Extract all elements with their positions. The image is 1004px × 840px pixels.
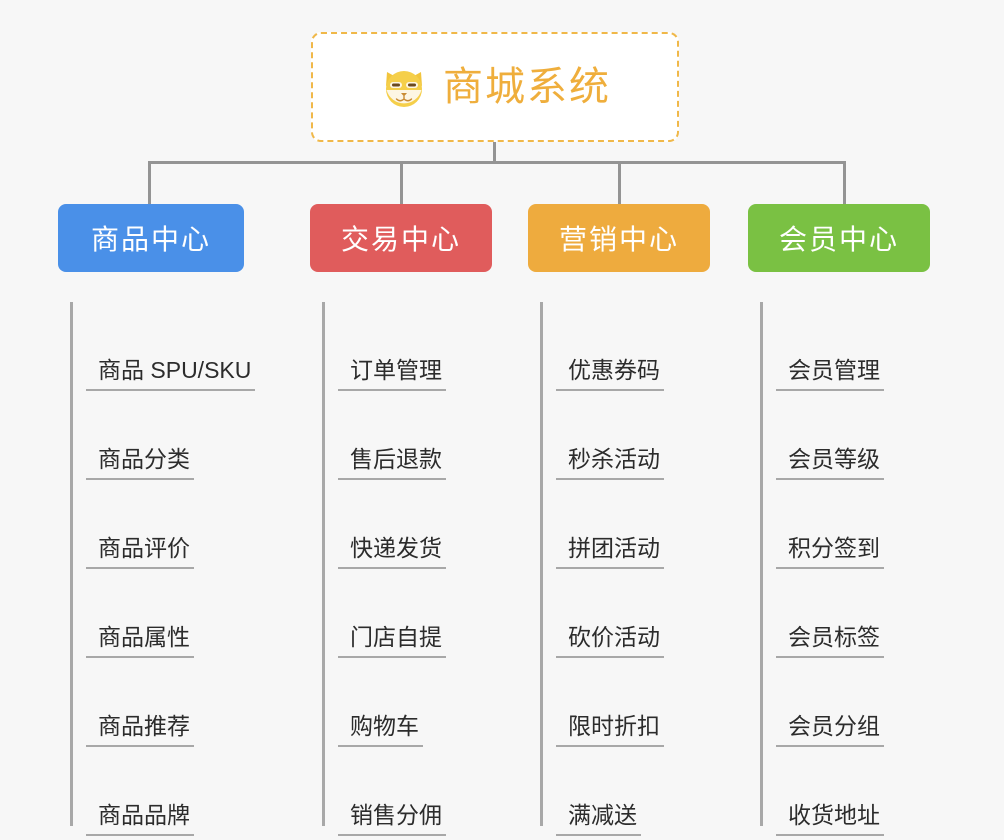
category-header-4[interactable]: 会员中心 bbox=[748, 204, 930, 272]
connector-drop-3 bbox=[618, 161, 621, 206]
leaf-label: 商品品牌 bbox=[86, 802, 194, 836]
leaf-item[interactable]: 快递发货 bbox=[324, 480, 492, 569]
leaf-label: 会员标签 bbox=[776, 624, 884, 658]
leaf-label: 砍价活动 bbox=[556, 624, 664, 658]
connector-root-stem bbox=[493, 142, 496, 163]
leaf-item[interactable]: 会员分组 bbox=[762, 658, 930, 747]
leaf-item[interactable]: 积分签到 bbox=[762, 480, 930, 569]
leaf-item[interactable]: 商品属性 bbox=[72, 569, 244, 658]
leaf-item[interactable]: 满减送 bbox=[542, 747, 710, 836]
leaf-label: 售后退款 bbox=[338, 446, 446, 480]
leaf-label: 门店自提 bbox=[338, 624, 446, 658]
leaf-item[interactable]: 限时折扣 bbox=[542, 658, 710, 747]
category-header-2[interactable]: 交易中心 bbox=[310, 204, 492, 272]
leaf-item[interactable]: 商品品牌 bbox=[72, 747, 244, 836]
leaf-item[interactable]: 会员标签 bbox=[762, 569, 930, 658]
category-column-1: 商品中心 商品 SPU/SKU 商品分类 商品评价 商品属性 商品推荐 商品品牌 bbox=[58, 204, 256, 836]
leaf-item[interactable]: 商品 SPU/SKU bbox=[72, 302, 256, 391]
category-label: 营销中心 bbox=[558, 224, 679, 255]
leaf-label: 商品推荐 bbox=[86, 713, 194, 747]
category-label: 交易中心 bbox=[340, 224, 461, 255]
leaf-item[interactable]: 商品评价 bbox=[72, 480, 244, 569]
leaf-label: 收货地址 bbox=[776, 802, 884, 836]
leaf-item[interactable]: 订单管理 bbox=[324, 302, 492, 391]
leaf-spine bbox=[540, 302, 543, 826]
leaf-label: 会员等级 bbox=[776, 446, 884, 480]
leaf-label: 购物车 bbox=[338, 713, 423, 747]
leaf-label: 满减送 bbox=[556, 802, 641, 836]
leaf-label: 优惠券码 bbox=[556, 357, 664, 391]
leaf-label: 商品分类 bbox=[86, 446, 194, 480]
leaf-label: 商品属性 bbox=[86, 624, 194, 658]
leaf-item[interactable]: 秒杀活动 bbox=[542, 391, 710, 480]
category-column-2: 交易中心 订单管理 售后退款 快递发货 门店自提 购物车 销售分佣 bbox=[310, 204, 492, 836]
root-title: 商城系统 bbox=[443, 65, 611, 109]
category-header-3[interactable]: 营销中心 bbox=[528, 204, 710, 272]
leaf-item[interactable]: 会员管理 bbox=[762, 302, 930, 391]
leaf-label: 会员分组 bbox=[776, 713, 884, 747]
leaf-list-2: 订单管理 售后退款 快递发货 门店自提 购物车 销售分佣 bbox=[310, 302, 492, 836]
connector-drop-2 bbox=[400, 161, 403, 206]
leaf-label: 限时折扣 bbox=[556, 713, 664, 747]
leaf-spine bbox=[322, 302, 325, 826]
leaf-label: 秒杀活动 bbox=[556, 446, 664, 480]
leaf-list-4: 会员管理 会员等级 积分签到 会员标签 会员分组 收货地址 bbox=[748, 302, 930, 836]
leaf-item[interactable]: 门店自提 bbox=[324, 569, 492, 658]
leaf-label: 商品评价 bbox=[86, 535, 194, 569]
shiba-dog-face-icon bbox=[379, 62, 429, 112]
leaf-label: 会员管理 bbox=[776, 357, 884, 391]
leaf-list-1: 商品 SPU/SKU 商品分类 商品评价 商品属性 商品推荐 商品品牌 bbox=[58, 302, 256, 836]
category-label: 会员中心 bbox=[778, 224, 899, 255]
leaf-label: 销售分佣 bbox=[338, 802, 446, 836]
leaf-spine bbox=[760, 302, 763, 826]
leaf-label: 订单管理 bbox=[338, 357, 446, 391]
root-node[interactable]: 商城系统 bbox=[311, 32, 679, 142]
category-column-4: 会员中心 会员管理 会员等级 积分签到 会员标签 会员分组 收货地址 bbox=[748, 204, 930, 836]
leaf-item[interactable]: 购物车 bbox=[324, 658, 492, 747]
category-column-3: 营销中心 优惠券码 秒杀活动 拼团活动 砍价活动 限时折扣 满减送 bbox=[528, 204, 710, 836]
leaf-item[interactable]: 商品推荐 bbox=[72, 658, 244, 747]
leaf-item[interactable]: 商品分类 bbox=[72, 391, 244, 480]
leaf-item[interactable]: 优惠券码 bbox=[542, 302, 710, 391]
leaf-label: 拼团活动 bbox=[556, 535, 664, 569]
leaf-item[interactable]: 售后退款 bbox=[324, 391, 492, 480]
leaf-spine bbox=[70, 302, 73, 826]
connector-horizontal-bus bbox=[148, 161, 846, 164]
leaf-item[interactable]: 收货地址 bbox=[762, 747, 930, 836]
connector-drop-4 bbox=[843, 161, 846, 206]
leaf-list-3: 优惠券码 秒杀活动 拼团活动 砍价活动 限时折扣 满减送 bbox=[528, 302, 710, 836]
leaf-label: 快递发货 bbox=[338, 535, 446, 569]
leaf-label: 积分签到 bbox=[776, 535, 884, 569]
leaf-item[interactable]: 拼团活动 bbox=[542, 480, 710, 569]
leaf-item[interactable]: 砍价活动 bbox=[542, 569, 710, 658]
connector-drop-1 bbox=[148, 161, 151, 206]
leaf-item[interactable]: 销售分佣 bbox=[324, 747, 492, 836]
leaf-item[interactable]: 会员等级 bbox=[762, 391, 930, 480]
category-label: 商品中心 bbox=[90, 224, 211, 255]
category-header-1[interactable]: 商品中心 bbox=[58, 204, 244, 272]
leaf-label: 商品 SPU/SKU bbox=[86, 357, 256, 391]
